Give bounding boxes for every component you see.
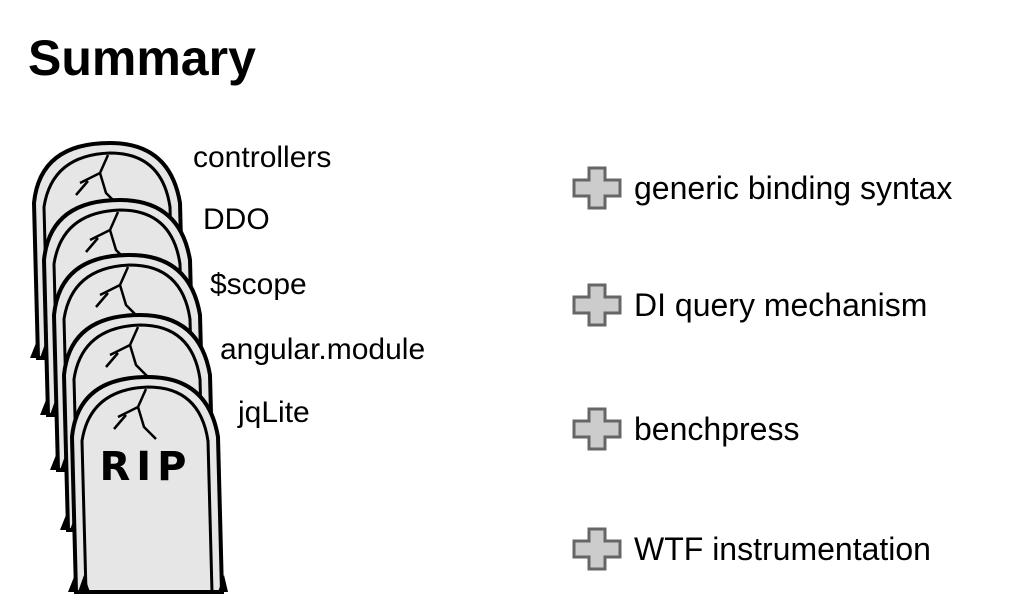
removed-item: jqLite <box>238 396 310 429</box>
added-item: generic binding syntax <box>572 166 952 210</box>
added-item-label: WTF instrumentation <box>634 531 931 567</box>
plus-icon <box>572 527 622 571</box>
added-item-label: generic binding syntax <box>634 170 953 206</box>
added-item-label: benchpress <box>634 411 800 447</box>
added-item-label: DI query mechanism <box>634 287 928 323</box>
added-item: benchpress <box>572 407 799 451</box>
rip-text: RIP <box>100 444 193 490</box>
plus-icon <box>572 166 622 210</box>
plus-icon <box>572 283 622 327</box>
tombstones-illustration: RIP <box>28 141 230 594</box>
slide-title: Summary <box>28 30 256 86</box>
added-item: DI query mechanism <box>572 283 927 327</box>
removed-item: angular.module <box>220 333 426 366</box>
removed-item: $scope <box>210 268 307 301</box>
added-item: WTF instrumentation <box>572 527 931 571</box>
removed-item: controllers <box>193 141 332 174</box>
removed-item: DDO <box>203 203 270 236</box>
plus-icon <box>572 407 622 451</box>
